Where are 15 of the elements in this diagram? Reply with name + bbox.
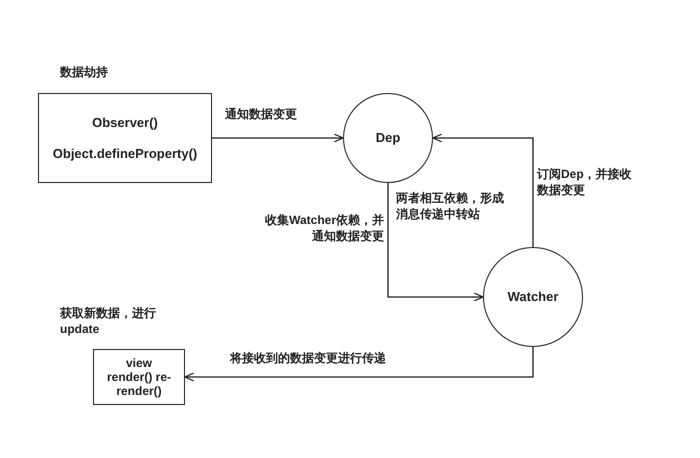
arrow xyxy=(432,133,534,247)
node-label: Dep xyxy=(376,129,400,148)
process-box xyxy=(38,93,212,183)
note-text: 两者相互依赖，形成消息传递中转站 xyxy=(396,190,505,222)
node-heading: 获取新数据，进行 update xyxy=(60,305,157,337)
process-box xyxy=(93,349,185,405)
node-label: Object.defineProperty() xyxy=(52,145,198,163)
node-label: view render() re-render() xyxy=(106,356,172,398)
arrow xyxy=(184,347,534,382)
node-label: Observer() xyxy=(92,114,158,132)
node-label: Watcher xyxy=(508,288,558,306)
arrow xyxy=(212,133,344,143)
arrow xyxy=(387,183,484,302)
edge-label: 收集Watcher依赖，并通知数据变更 xyxy=(262,212,384,244)
node-heading: 数据劫持 xyxy=(60,64,109,80)
